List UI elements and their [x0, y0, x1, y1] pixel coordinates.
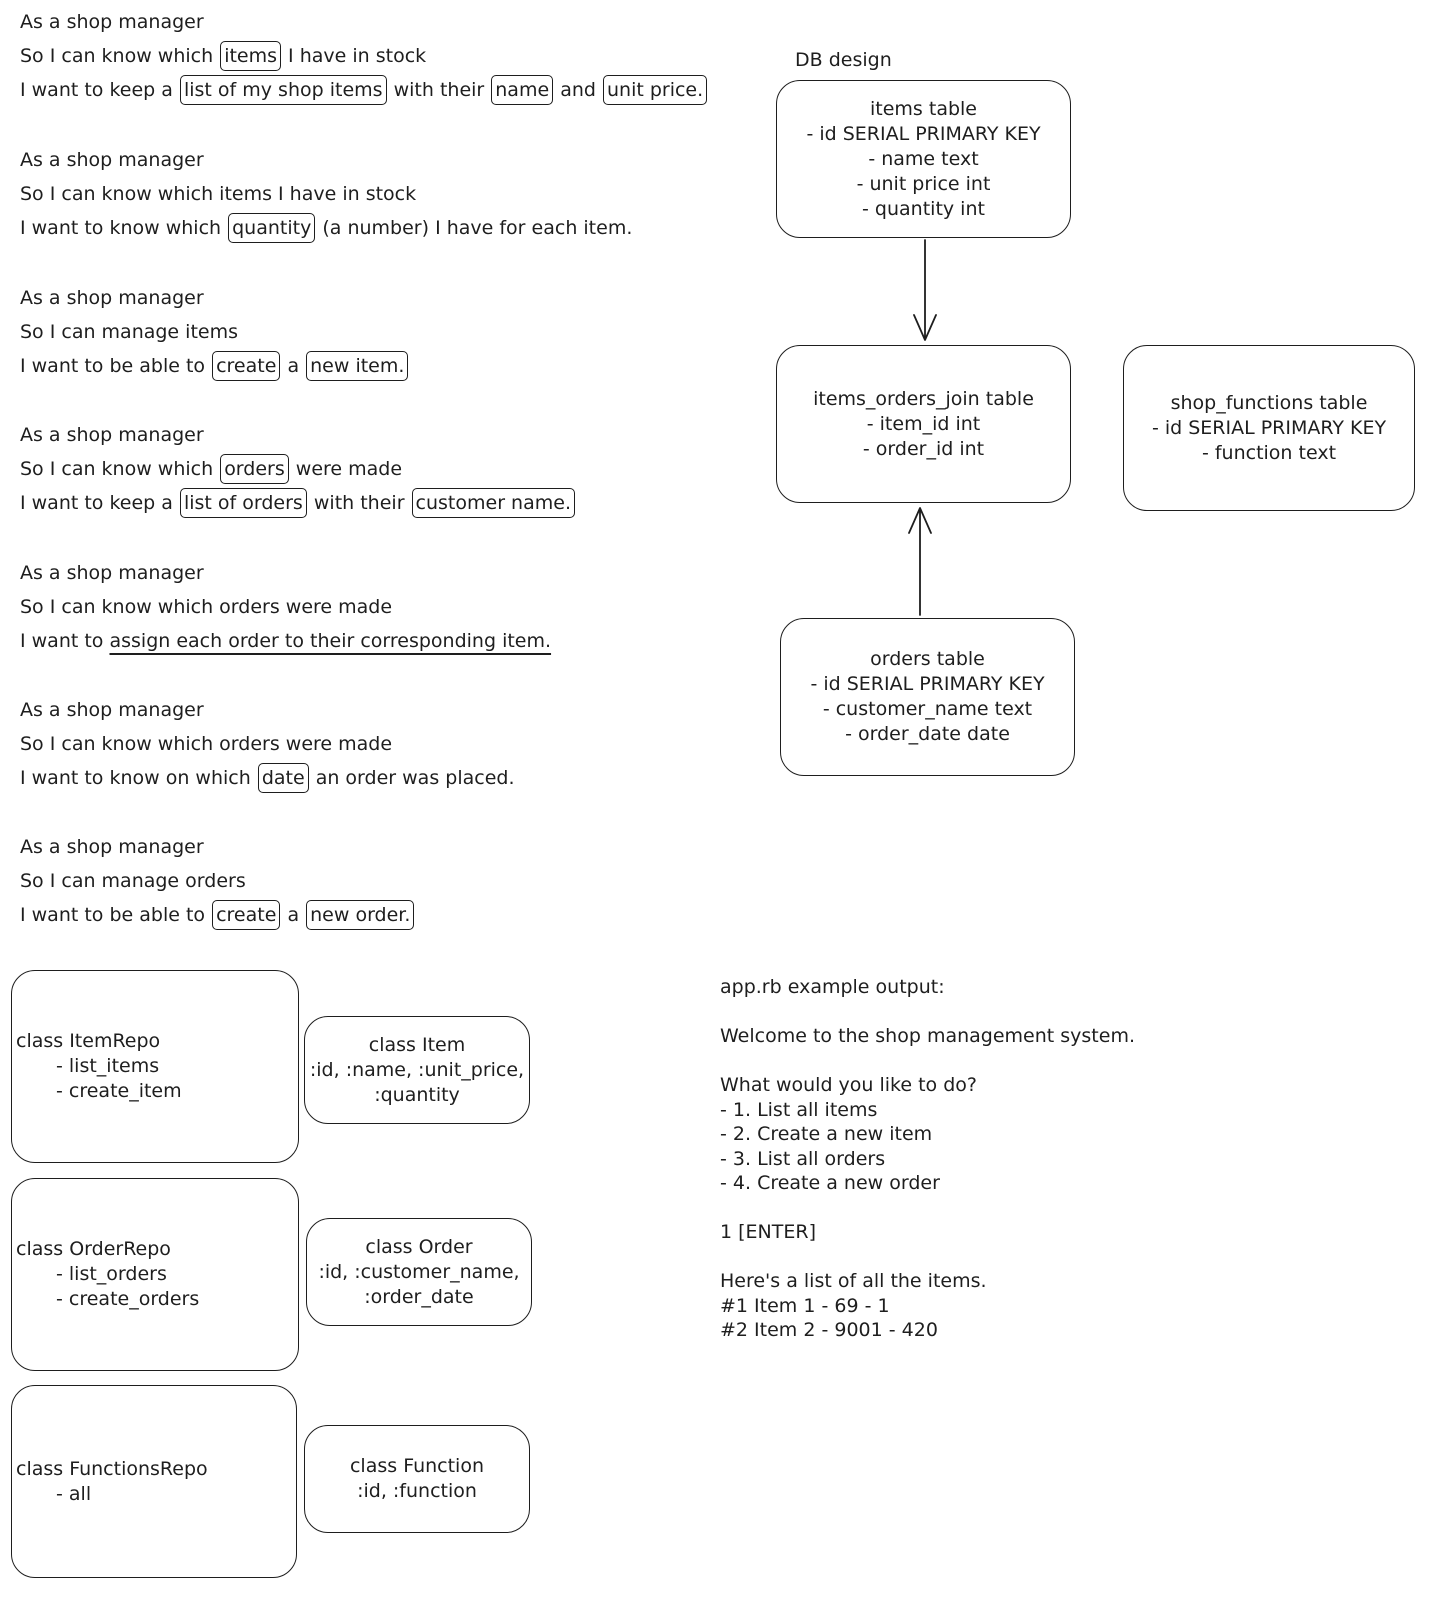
items-orders-join-table-box: items_orders_join table - item_id int - … — [776, 345, 1071, 503]
user-story-3: As a shop manager So I can manage items … — [20, 281, 740, 385]
app-example-output: app.rb example output: Welcome to the sh… — [720, 976, 1135, 1341]
item-class-box: class Item :id, :name, :unit_price, :qua… — [304, 1016, 530, 1124]
function-class-box: class Function :id, :function — [304, 1425, 530, 1533]
underlined-action: assign each order to their corresponding… — [109, 630, 552, 652]
user-story-5: As a shop manager So I can know which or… — [20, 562, 552, 652]
db-design-title: DB design — [795, 49, 892, 71]
highlight-noun: list of orders — [179, 488, 307, 518]
highlight-noun: quantity — [228, 213, 316, 243]
arrow-orders-to-join — [908, 507, 932, 616]
order-class-box: class Order :id, :customer_name, :order_… — [306, 1218, 532, 1326]
user-story-2: As a shop manager So I can know which it… — [20, 143, 740, 247]
order-repo-class-box: class OrderRepo - list_orders - create_o… — [11, 1178, 299, 1371]
highlight-verb: create — [212, 900, 281, 930]
highlight-noun: date — [257, 763, 309, 793]
item-repo-class-box: class ItemRepo - list_items - create_ite… — [11, 970, 299, 1163]
items-table-box: items table - id SERIAL PRIMARY KEY - na… — [776, 80, 1071, 238]
user-story-1: As a shop manager So I can know which it… — [20, 5, 740, 109]
highlight-noun: list of my shop items — [179, 75, 387, 105]
highlight-noun: items — [220, 41, 282, 71]
user-story-7: As a shop manager So I can manage orders… — [20, 830, 740, 934]
highlight-noun: new item. — [306, 351, 409, 381]
highlight-noun: unit price. — [602, 75, 708, 105]
highlight-verb: create — [212, 351, 281, 381]
story-line: As a shop manager — [20, 11, 204, 33]
functions-repo-class-box: class FunctionsRepo - all — [11, 1385, 297, 1578]
highlight-noun: new order. — [306, 900, 415, 930]
orders-table-box: orders table - id SERIAL PRIMARY KEY - c… — [780, 618, 1075, 776]
highlight-noun: orders — [220, 454, 289, 484]
shop-functions-table-box: shop_functions table - id SERIAL PRIMARY… — [1123, 345, 1415, 511]
arrow-items-to-join — [913, 239, 937, 341]
highlight-noun: customer name. — [411, 488, 575, 518]
user-story-4: As a shop manager So I can know which or… — [20, 418, 740, 522]
user-story-6: As a shop manager So I can know which or… — [20, 693, 740, 797]
highlight-noun: name — [491, 75, 554, 105]
